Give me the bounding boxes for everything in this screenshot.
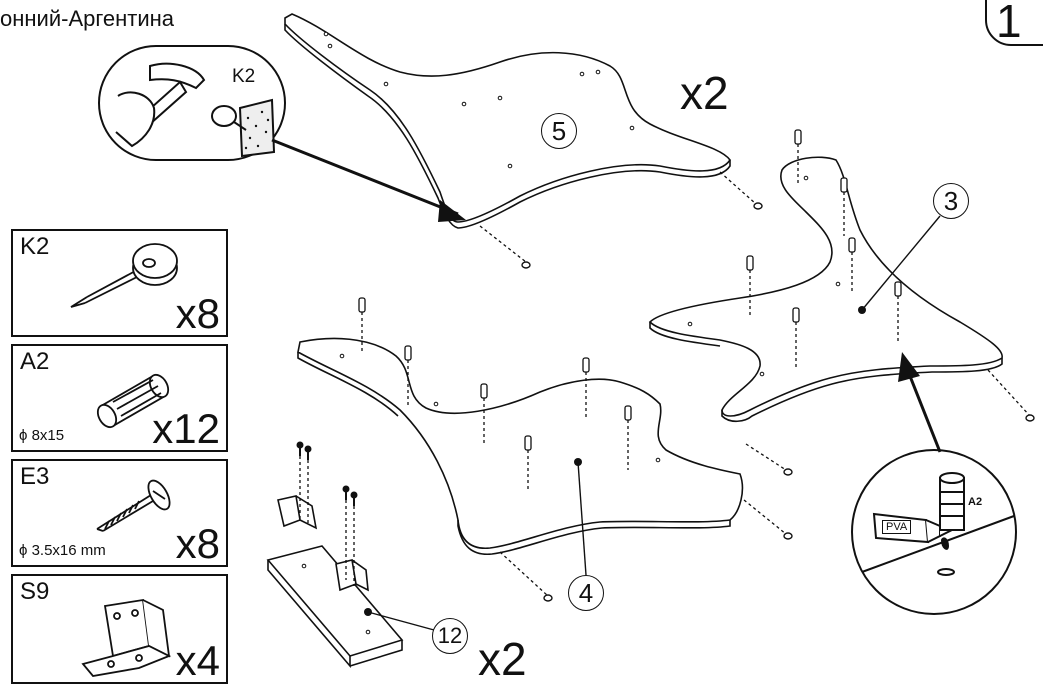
part-s9-box: S9 x4 — [11, 574, 228, 684]
glue-inset — [851, 449, 1017, 615]
part-quantity: x8 — [175, 520, 220, 567]
part-code: K2 — [20, 233, 50, 260]
screw-icon — [96, 479, 171, 532]
callout-part-4: 4 — [568, 575, 604, 611]
panel-part-4 — [297, 337, 744, 549]
part-size: ϕ 8x15 — [19, 427, 65, 444]
quantity-part-5: x2 — [680, 67, 729, 119]
bracket-on-board-1 — [277, 495, 318, 530]
dowel-icon — [96, 373, 170, 429]
part-quantity: x12 — [152, 405, 220, 452]
page-number-tab — [985, 0, 1043, 46]
nail-icon — [70, 243, 178, 308]
bracket-on-board-2 — [335, 559, 369, 592]
hammer-inset-label: K2 — [232, 66, 256, 87]
board-part-12 — [266, 545, 404, 657]
panel-part-5 — [284, 13, 731, 223]
glue-dowel-label: A2 — [968, 496, 983, 508]
panel-part-3 — [648, 156, 1003, 417]
part-code: E3 — [20, 463, 50, 490]
part-a2-box: A2 ϕ 8x15 x12 — [11, 344, 228, 452]
page-number: 1 — [996, 0, 1022, 47]
part-code: S9 — [20, 578, 50, 605]
part-quantity: x8 — [175, 290, 220, 337]
callout-part-3: 3 — [933, 183, 969, 219]
callout-part-5: 5 — [541, 113, 577, 149]
part-e3-box: E3 ϕ 3.5x16 mm x8 — [11, 459, 228, 567]
part-code: A2 — [20, 348, 50, 375]
part-k2-box: K2 x8 — [11, 229, 228, 337]
part-size: ϕ 3.5x16 mm — [19, 542, 106, 559]
quantity-part-12: x2 — [478, 633, 527, 685]
document-title: онний-Аргентина — [0, 6, 175, 31]
hammer-inset — [98, 45, 286, 161]
glue-bottle-label: PVA — [882, 520, 912, 534]
part-quantity: x4 — [175, 637, 220, 684]
bracket-icon — [81, 598, 172, 677]
callout-part-12: 12 — [432, 618, 468, 654]
